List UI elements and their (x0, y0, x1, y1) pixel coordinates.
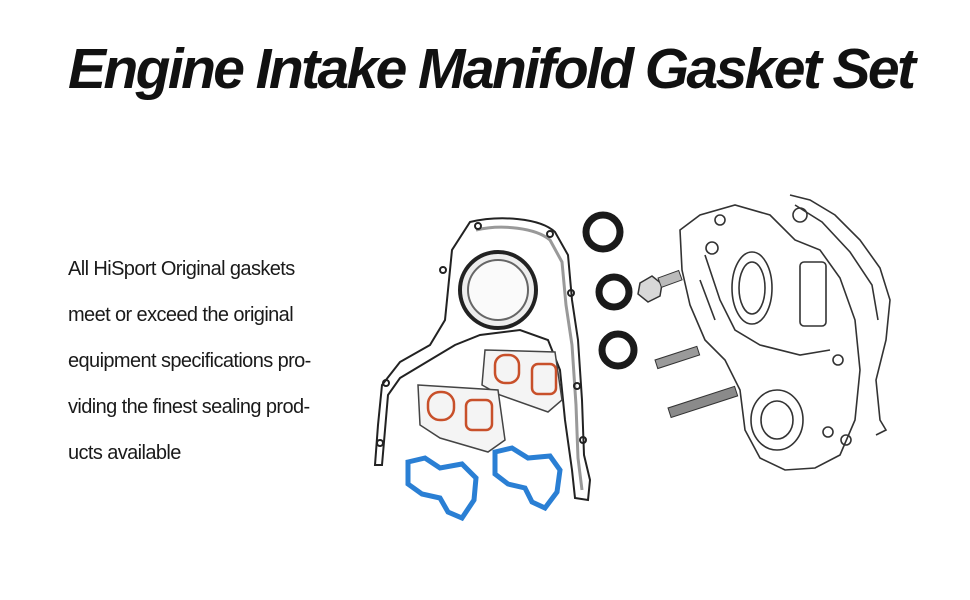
intake-port-gaskets-icon (417, 349, 563, 453)
crank-seal-icon (458, 250, 538, 330)
timing-cover-gasket-icon (373, 217, 592, 502)
bolt-icon (637, 269, 683, 303)
description-line: All HiSport Original gaskets (68, 258, 295, 280)
water-pump-gaskets-icon (405, 445, 563, 522)
description-line: viding the finest sealing prod- (68, 396, 310, 418)
description-line: equipment specifications pro- (68, 350, 311, 372)
page-title: Engine Intake Manifold Gasket Set (68, 37, 916, 101)
description-line: meet or exceed the original (68, 304, 294, 326)
timing-cover-icon (679, 194, 891, 471)
product-description: All HiSport Original gaskets meet or exc… (68, 246, 368, 476)
o-rings-icon (582, 211, 638, 370)
studs-icon (654, 345, 739, 419)
description-line: ucts available (68, 442, 181, 464)
